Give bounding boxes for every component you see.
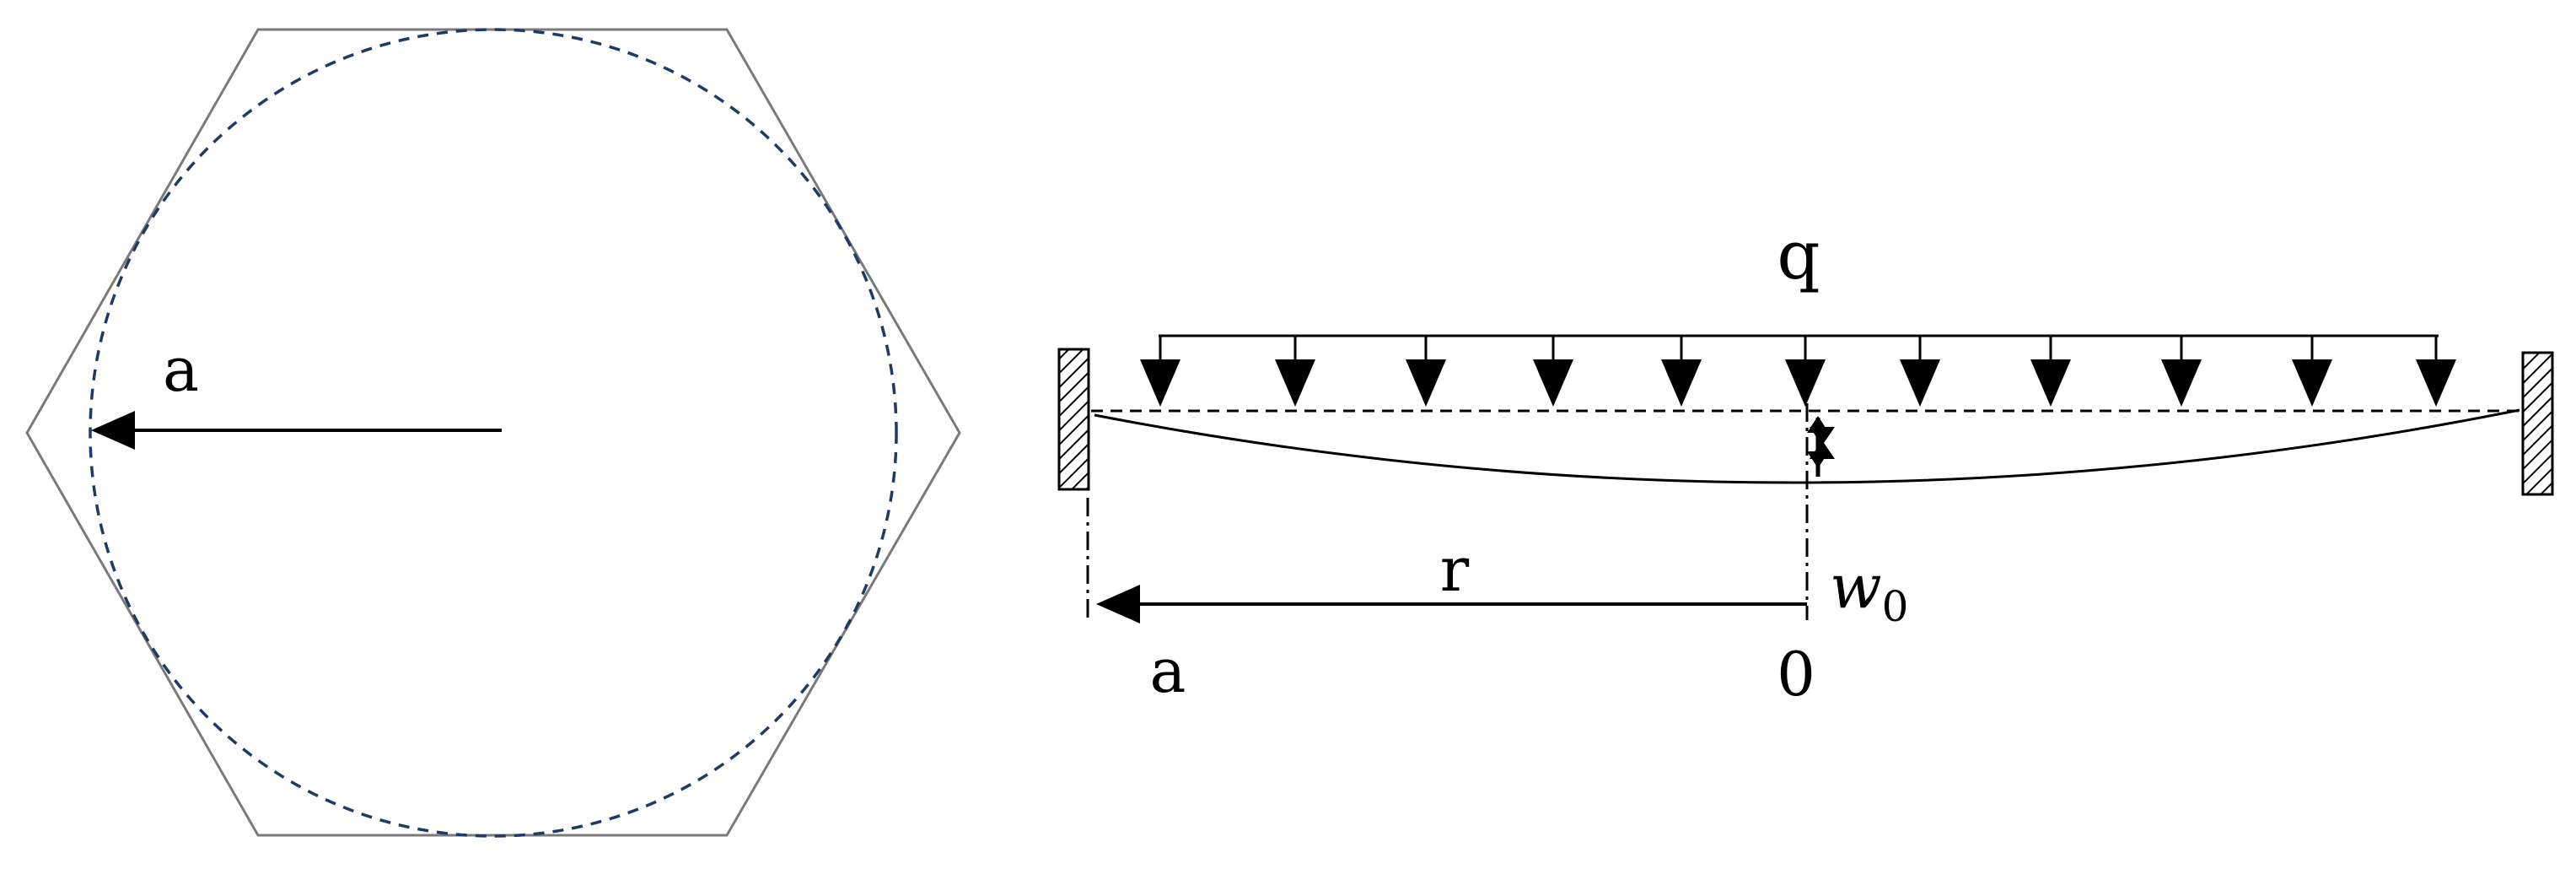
plate-section-view: q r w0 a 0 (1057, 216, 2554, 710)
inscribed-circle (89, 28, 898, 838)
load-arrowhead (1140, 359, 1180, 407)
deflection-label: w0 (1830, 551, 1908, 631)
right-fixed-support (2521, 351, 2554, 496)
center-position-label: 0 (1777, 639, 1815, 710)
load-arrows (1140, 336, 2456, 407)
load-arrowhead (2416, 359, 2456, 407)
load-arrowhead (1661, 359, 1702, 407)
load-arrowhead (1900, 359, 1940, 407)
hexagon-plan-view: a (25, 28, 961, 838)
radius-label: a (163, 334, 199, 405)
load-arrowhead (2030, 359, 2071, 407)
load-arrowhead (1275, 359, 1315, 407)
left-fixed-support (1057, 348, 1090, 491)
load-arrowhead (1533, 359, 1573, 407)
load-arrowhead (1785, 359, 1826, 407)
load-arrowhead (1406, 359, 1446, 407)
edge-position-label: a (1150, 635, 1186, 706)
load-arrowhead (2161, 359, 2202, 407)
r-label: r (1440, 534, 1470, 605)
radius-arrowhead (91, 411, 135, 450)
load-label: q (1777, 216, 1820, 294)
r-arrowhead (1096, 585, 1140, 623)
load-arrowhead (2292, 359, 2332, 407)
deflection-indicator (1807, 416, 1835, 477)
hexagon-outline (25, 28, 961, 837)
